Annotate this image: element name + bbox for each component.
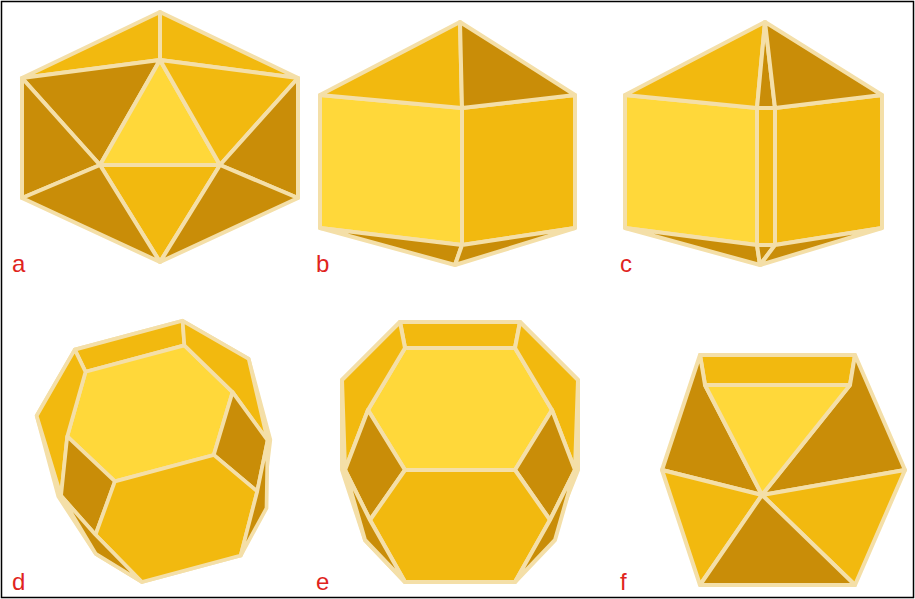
tilted-truncated-solid [23,307,298,597]
panel-letter: c [620,252,632,276]
panel-letter: a [12,252,25,276]
panel-letter: b [316,252,329,276]
panel-letter: f [620,570,627,594]
cuboctahedral-solid [662,355,905,585]
icosahedron [22,12,298,262]
panel-letter: e [316,570,329,594]
truncated-solid [342,322,578,582]
split-cube-solid [625,22,882,265]
panel-letter: d [12,570,25,594]
cube-pyramid-solid [320,22,575,265]
